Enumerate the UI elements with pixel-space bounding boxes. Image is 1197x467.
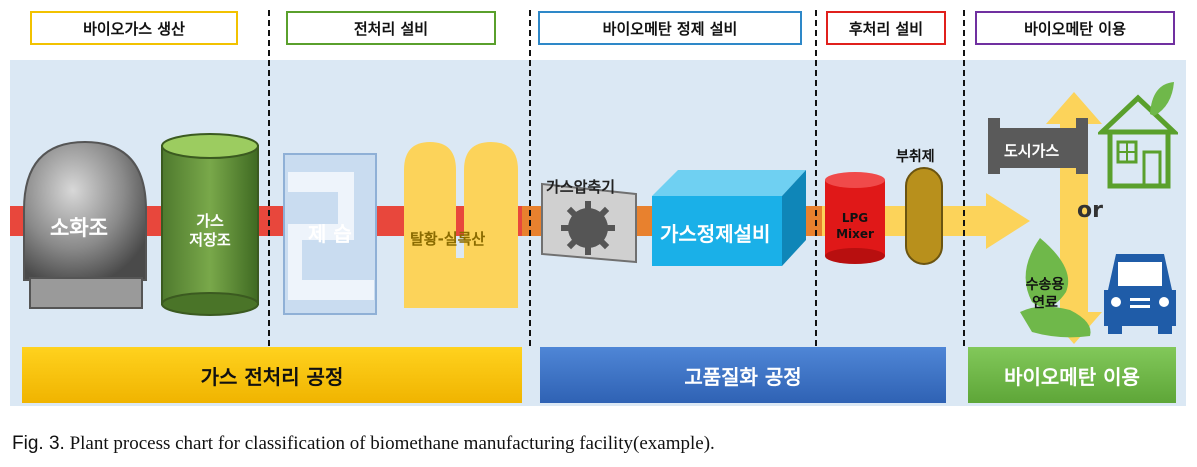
- stage-biomethane-use: 바이오메탄 이용: [968, 347, 1176, 403]
- divider-4: [963, 10, 965, 346]
- city-gas-pipe-icon: [988, 118, 1088, 174]
- stage-upgrading: 고품질화 공정: [540, 347, 946, 403]
- digester-label: 소화조: [50, 216, 108, 240]
- purifier-icon: [652, 170, 806, 266]
- odorant-icon: [905, 167, 943, 265]
- city-gas-label: 도시가스: [1004, 142, 1060, 160]
- leaf-icon: [1020, 238, 1091, 338]
- or-label: or: [1077, 198, 1103, 223]
- figure-number: Fig. 3.: [12, 433, 65, 454]
- header-posttreatment: 후처리 설비: [826, 11, 946, 45]
- compressor-icon: [541, 182, 637, 264]
- dehumidifier-label: 제 습: [308, 222, 352, 246]
- compressor-label: 가스압축기: [546, 178, 616, 196]
- purifier-label: 가스정제설비: [660, 222, 771, 246]
- dehumidifier-icon: [283, 153, 377, 315]
- vehicle-icon: [1104, 254, 1176, 334]
- gas-storage-label: 가스 저장조: [189, 212, 231, 249]
- divider-1: [268, 10, 270, 346]
- lpg-mixer-icon: [825, 172, 885, 264]
- divider-3: [815, 10, 817, 346]
- lpg-mixer-label: LPG Mixer: [836, 211, 874, 241]
- stage-gas-pretreatment: 가스 전처리 공정: [22, 347, 522, 403]
- odorant-label: 부취제: [896, 149, 935, 165]
- branch-arrow-up: [1046, 92, 1102, 124]
- figure-caption-text: Plant process chart for classification o…: [64, 433, 715, 454]
- divider-2: [529, 10, 531, 346]
- header-purification: 바이오메탄 정제 설비: [538, 11, 802, 45]
- house-icon: [1098, 82, 1178, 189]
- header-pretreatment: 전처리 설비: [286, 11, 496, 45]
- header-utilization: 바이오메탄 이용: [975, 11, 1175, 45]
- transport-fuel-label: 수송용 연료: [1025, 277, 1065, 311]
- figure-caption: Fig. 3. Plant process chart for classifi…: [12, 433, 715, 455]
- header-biogas-production: 바이오가스 생산: [30, 11, 238, 45]
- desulfurization-label: 탈황-실록산: [410, 230, 486, 248]
- flow-arrow-head: [986, 193, 1030, 249]
- digester-icon: [23, 140, 147, 309]
- gas-storage-icon: [161, 133, 259, 316]
- desulfurization-icon: [404, 142, 518, 308]
